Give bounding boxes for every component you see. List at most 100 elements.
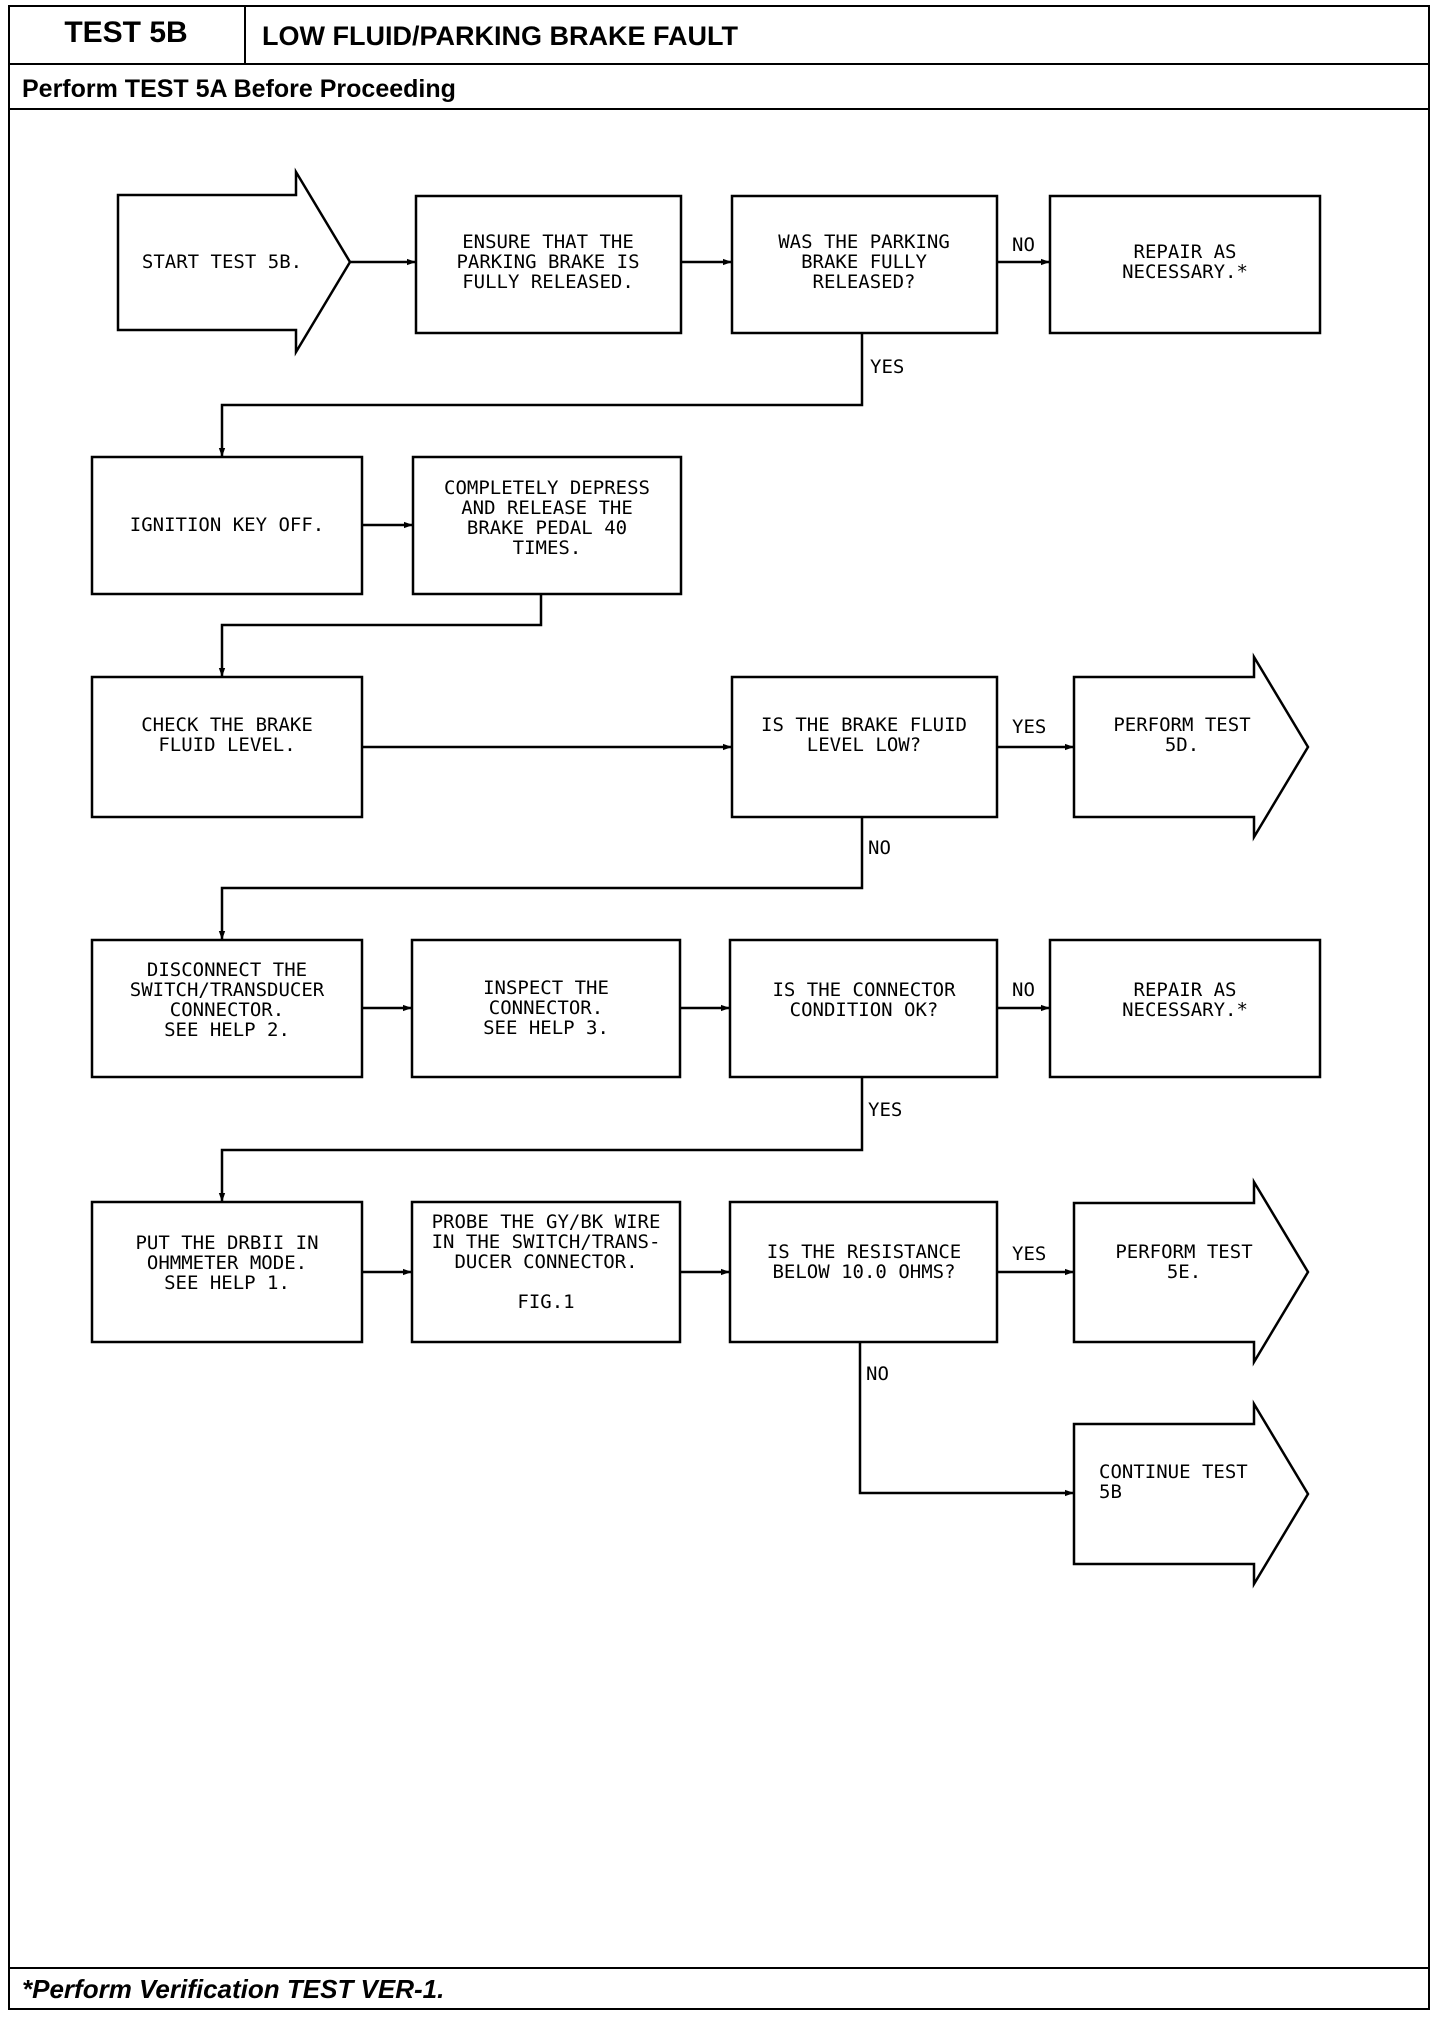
start-text-line: START TEST 5B. [142,251,302,273]
disconnect-text-line: DISCONNECT THE [147,959,307,981]
continue-5b-text-line: 5B [1099,1481,1122,1503]
label-no-4: NO [866,1363,889,1385]
page-title: LOW FLUID/PARKING BRAKE FAULT [262,21,738,51]
disconnect-text-line: CONNECTOR. [170,999,284,1021]
drbii-text-line: SEE HELP 1. [164,1272,290,1294]
repair-text-2-line: NECESSARY.* [1122,999,1248,1021]
released-decision-text-line: WAS THE PARKING [778,231,950,253]
perform-5e-text-line: PERFORM TEST [1115,1241,1252,1263]
depress-pedal-text-line: COMPLETELY DEPRESS [444,477,650,499]
label-yes-3: YES [868,1099,902,1121]
ignition-off-text: IGNITION KEY OFF. [130,514,324,536]
continue-5b-text-line: CONTINUE TEST [1099,1461,1248,1483]
drbii-text-line: OHMMETER MODE. [147,1252,307,1274]
connector-decision-text-line: IS THE CONNECTOR [772,979,956,1001]
disconnect-text-line: SEE HELP 2. [164,1019,290,1041]
check-fluid-text-line: FLUID LEVEL. [158,734,295,756]
perform-5d-text-line: 5D. [1165,734,1199,756]
subtitle-divider [8,108,1430,110]
connector-yes-ignition [218,333,864,457]
disconnect-text-line: SWITCH/TRANSDUCER [130,979,325,1001]
ignition-off-text-line: IGNITION KEY OFF. [130,514,324,536]
connector-no-disconnect [218,817,864,940]
fluid-low-decision-text-line: IS THE BRAKE FLUID [761,714,967,736]
connector-depress-check [218,594,543,677]
probe-text-line: PROBE THE GY/BK WIRE [432,1211,661,1233]
label-no-2: NO [868,837,891,859]
ensure-released-text-line: ENSURE THAT THE [462,231,634,253]
probe-text-line: FIG.1 [517,1291,574,1313]
check-fluid-text-line: CHECK THE BRAKE [141,714,313,736]
ensure-released-text-line: PARKING BRAKE IS [456,251,639,273]
connector-no-continue [858,1342,1074,1497]
resistance-decision-text-line: IS THE RESISTANCE [767,1241,961,1263]
released-decision-text-line: RELEASED? [813,271,916,293]
label-no-3: NO [1012,979,1035,1001]
start-arrow-shape: START TEST 5B. [116,167,352,357]
connector-yes-drbii [218,1077,864,1202]
footer-divider [8,1967,1430,1969]
probe-text-line: DUCER CONNECTOR. [454,1251,637,1273]
inspect-text-line: INSPECT THE [483,977,609,999]
repair-text-1-line: REPAIR AS [1134,241,1237,263]
inspect-text-line: SEE HELP 3. [483,1017,609,1039]
connector-decision-text-line: CONDITION OK? [790,999,939,1021]
resistance-decision-text-line: BELOW 10.0 OHMS? [772,1261,955,1283]
probe-text-line: IN THE SWITCH/TRANS- [432,1231,661,1253]
depress-pedal-text-line: BRAKE PEDAL 40 [467,517,627,539]
repair-text-2-line: REPAIR AS [1134,979,1237,1001]
fluid-low-decision-text-line: LEVEL LOW? [807,734,921,756]
label-yes-4: YES [1012,1243,1046,1265]
ignition-off-box: IGNITION KEY OFF. [90,455,364,596]
page-subtitle: Perform TEST 5A Before Proceeding [22,75,456,103]
inspect-text-line: CONNECTOR. [489,997,603,1019]
released-decision-text-line: BRAKE FULLY [801,251,927,273]
label-no-1: NO [1012,234,1035,256]
depress-pedal-text-line: TIMES. [513,537,582,559]
repair-text-1-line: NECESSARY.* [1122,261,1248,283]
drbii-text-line: PUT THE DRBII IN [135,1232,318,1254]
perform-5d-text-line: PERFORM TEST [1113,714,1250,736]
label-yes-1: YES [870,356,904,378]
label-yes-2: YES [1012,716,1046,738]
perform-5e-text-line: 5E. [1167,1261,1201,1283]
page-frame [8,5,1430,2010]
footer-note: *Perform Verification TEST VER-1. [22,1974,445,2004]
header-divider [8,63,1430,65]
ensure-released-text-line: FULLY RELEASED. [462,271,634,293]
depress-pedal-text-line: AND RELEASE THE [461,497,633,519]
start-text: START TEST 5B. [142,251,302,273]
